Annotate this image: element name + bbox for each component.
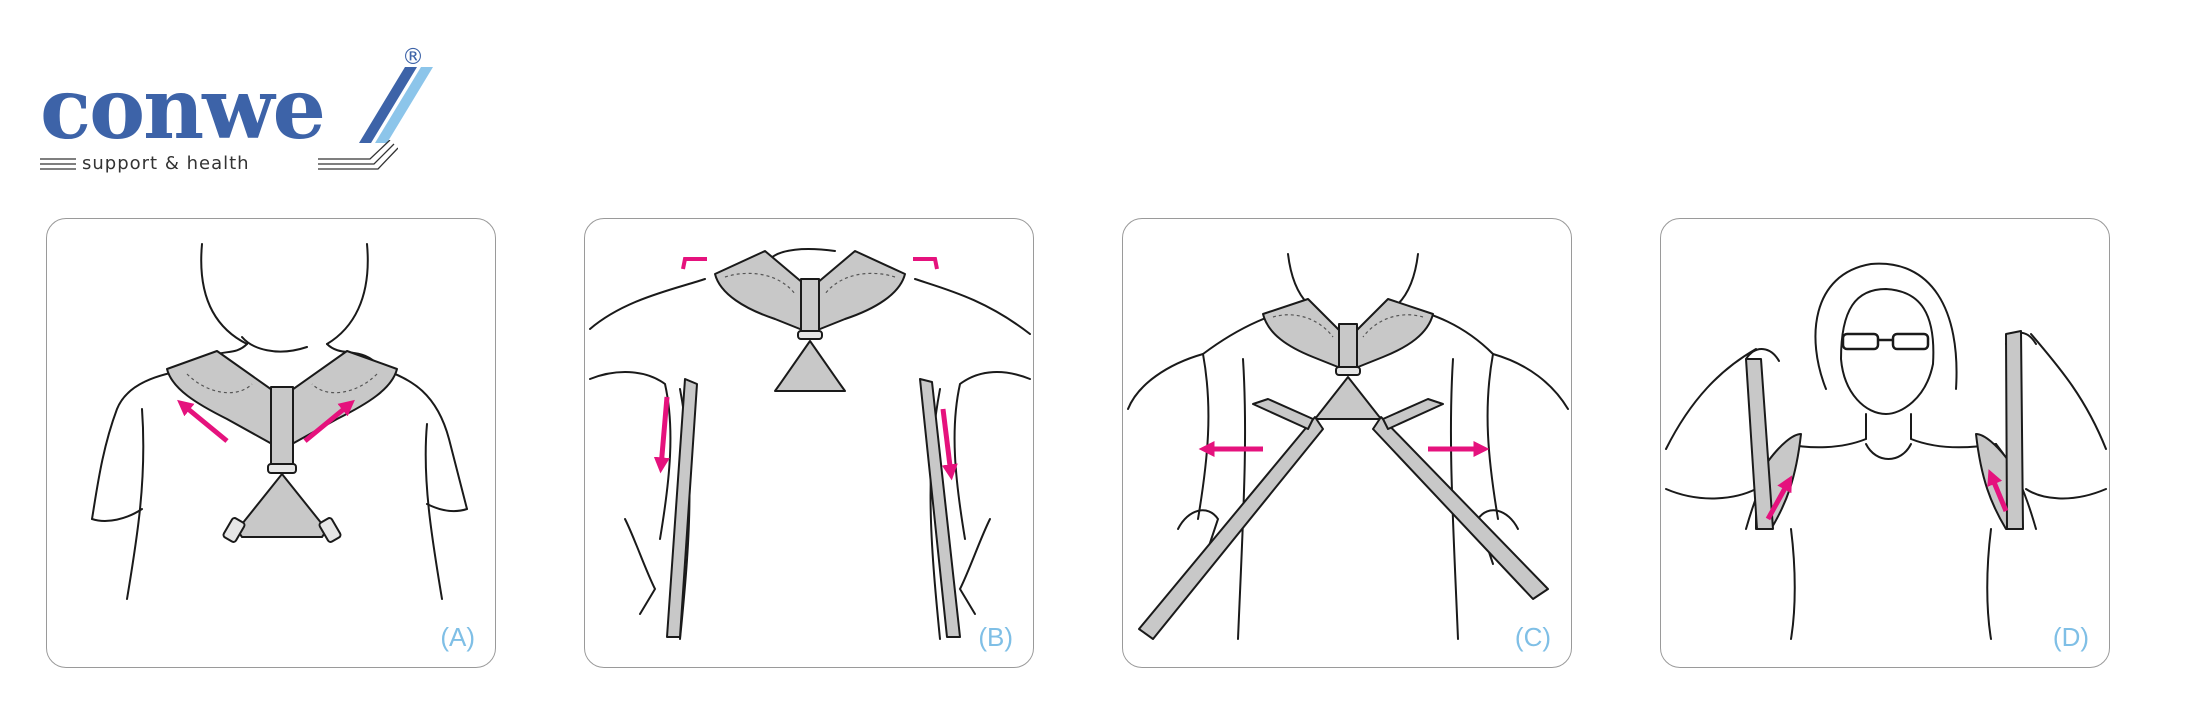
- brand-wordmark: conwe: [40, 59, 326, 158]
- step-panel-a: (A): [46, 218, 496, 668]
- brand-tagline: support & health: [82, 153, 250, 174]
- registered-mark: ®: [402, 45, 424, 70]
- cross-straps-illustration: [1127, 253, 1569, 640]
- step-panel-d: (D): [1660, 218, 2110, 668]
- pull-straps-down-illustration: [589, 248, 1031, 640]
- logo-lines-icon: [318, 140, 398, 170]
- brace-on-back-illustration: [91, 243, 468, 600]
- step-panel-b: (B): [584, 218, 1034, 668]
- step-panel-c: (C): [1122, 218, 1572, 668]
- step-label-b: (B): [978, 622, 1013, 652]
- step-label-d: (D): [2052, 622, 2089, 652]
- lift-straps-over-shoulders-illustration: [1665, 262, 2107, 640]
- logo-slash-icon: [359, 67, 433, 143]
- logo-lines-icon: [40, 158, 76, 170]
- step-label-a: (A): [440, 622, 475, 652]
- step-label-c: (C): [1514, 622, 1551, 652]
- brand-logo: conwe ® support & health: [40, 45, 440, 185]
